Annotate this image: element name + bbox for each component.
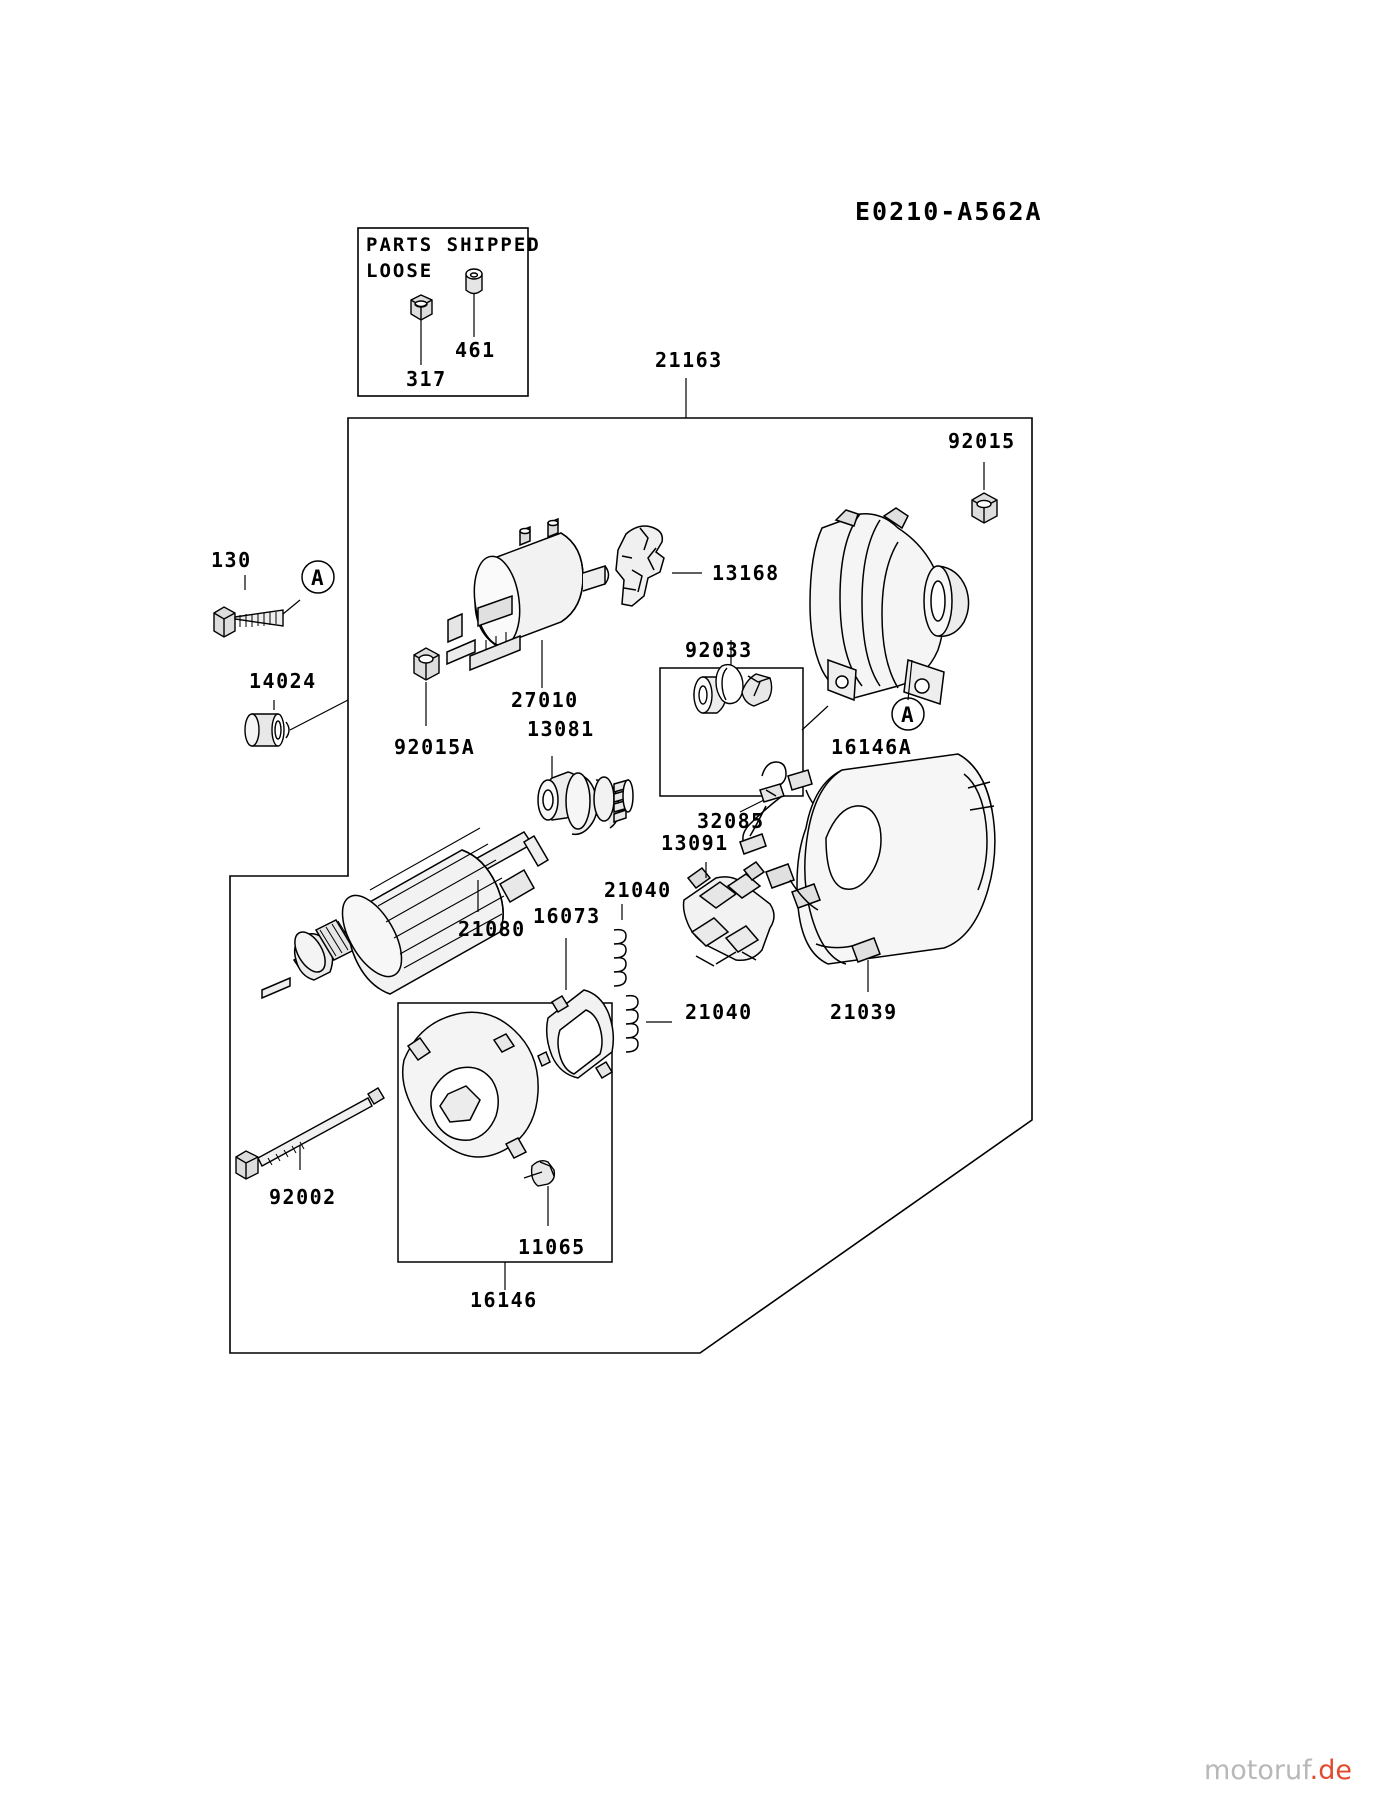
part-461-washer bbox=[465, 268, 483, 295]
part-16146-bracket bbox=[401, 1011, 539, 1159]
part-11065-cap bbox=[530, 1159, 556, 1187]
watermark-text: motoruf bbox=[1203, 1755, 1310, 1786]
part-317-nut bbox=[410, 294, 433, 321]
label-130: 130 bbox=[211, 548, 252, 572]
part-21040-spring-upper bbox=[613, 928, 627, 987]
part-92033-group bbox=[693, 663, 773, 714]
part-21080-armature bbox=[261, 827, 550, 1000]
label-16146: 16146 bbox=[470, 1288, 538, 1312]
parts-shipped-loose-line1: PARTS SHIPPED bbox=[366, 234, 541, 256]
part-27010-solenoid bbox=[446, 517, 610, 672]
label-21040-lower: 21040 bbox=[685, 1000, 753, 1024]
part-32085-lead-wires bbox=[739, 761, 841, 855]
label-16073: 16073 bbox=[533, 904, 601, 928]
label-21040-upper: 21040 bbox=[604, 878, 672, 902]
label-32085: 32085 bbox=[697, 809, 765, 833]
part-16073-end-plate bbox=[537, 989, 615, 1080]
label-16146A: 16146A bbox=[831, 735, 913, 759]
part-16146a-housing bbox=[809, 507, 970, 706]
watermark-suffix: .de bbox=[1309, 1755, 1352, 1786]
label-92033: 92033 bbox=[685, 638, 753, 662]
label-21163: 21163 bbox=[655, 348, 723, 372]
label-21039: 21039 bbox=[830, 1000, 898, 1024]
part-16146a-field-frame bbox=[765, 753, 996, 965]
label-27010: 27010 bbox=[511, 688, 579, 712]
parts-shipped-loose-box bbox=[357, 227, 529, 397]
part-130-bolt bbox=[213, 606, 284, 638]
part-92015a-nut bbox=[413, 647, 440, 681]
part-13091-brush-holder bbox=[682, 860, 775, 967]
callout-label-a-left: A bbox=[311, 566, 324, 590]
part-14024-cap bbox=[244, 713, 290, 747]
callout-marker-a-left bbox=[301, 560, 335, 594]
label-14024: 14024 bbox=[249, 669, 317, 693]
label-21080: 21080 bbox=[458, 917, 526, 941]
part-21040-spring-lower bbox=[625, 994, 639, 1053]
watermark: motoruf.de bbox=[1204, 1755, 1352, 1786]
label-317: 317 bbox=[406, 367, 447, 391]
part-92002-bolt bbox=[235, 1087, 385, 1180]
label-461: 461 bbox=[455, 338, 496, 362]
callout-label-a-right: A bbox=[901, 703, 914, 727]
part-92015-nut bbox=[971, 492, 998, 524]
label-13091: 13091 bbox=[661, 831, 729, 855]
part-13168-lever bbox=[615, 525, 665, 607]
label-92015: 92015 bbox=[948, 429, 1016, 453]
label-13168: 13168 bbox=[712, 561, 780, 585]
label-92002: 92002 bbox=[269, 1185, 337, 1209]
label-11065: 11065 bbox=[518, 1235, 586, 1259]
diagram-code-title: E0210-A562A bbox=[855, 197, 1043, 226]
callout-marker-a-right bbox=[891, 697, 925, 731]
label-92015A: 92015A bbox=[394, 735, 476, 759]
assembly-21163-outline bbox=[229, 417, 1033, 1354]
part-13081-pinion-drive bbox=[537, 771, 634, 836]
parts-shipped-loose-line2: LOOSE bbox=[366, 260, 434, 282]
label-13081: 13081 bbox=[527, 717, 595, 741]
